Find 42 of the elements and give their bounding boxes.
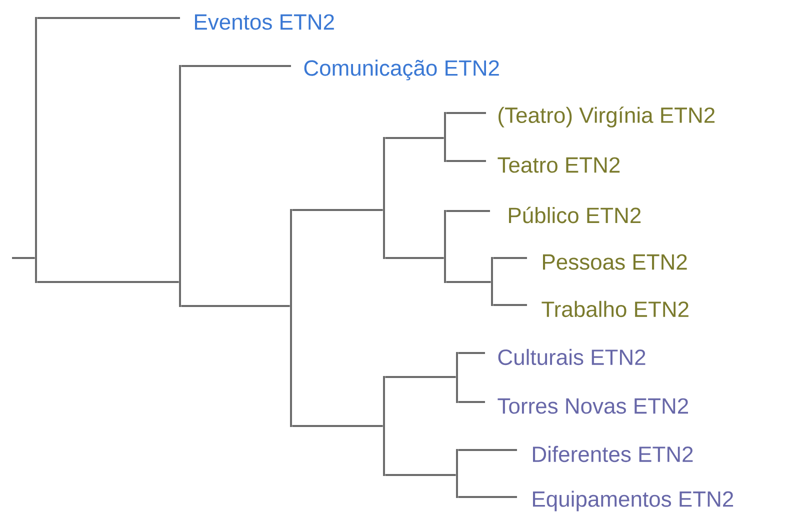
branch-line bbox=[444, 112, 446, 162]
leaf-label: Culturais ETN2 bbox=[498, 348, 646, 366]
branch-line bbox=[383, 376, 385, 476]
leaf-label: Eventos ETN2 bbox=[195, 14, 334, 30]
branch-line bbox=[383, 137, 385, 259]
leaf-label: Público ETN2 bbox=[509, 206, 641, 224]
tree-branch bbox=[181, 305, 290, 307]
tree-branch bbox=[37, 281, 179, 283]
tree-branch bbox=[292, 425, 383, 427]
branch-line bbox=[444, 210, 446, 283]
tree-branch bbox=[458, 449, 517, 451]
tree-branch bbox=[458, 496, 517, 498]
branch-line bbox=[491, 257, 493, 306]
leaf-label: Trabalho ETN2 bbox=[542, 300, 688, 318]
branch-line bbox=[179, 65, 181, 307]
branch-line bbox=[456, 449, 458, 498]
branch-line bbox=[290, 209, 292, 427]
tree-branch bbox=[446, 210, 490, 212]
leaf-label: (Teatro) Virgínia ETN2 bbox=[498, 106, 715, 128]
leaf-label: Diferentes ETN2 bbox=[533, 446, 693, 462]
leaf-label: Equipamentos ETN2 bbox=[533, 490, 734, 512]
tree-branch bbox=[458, 401, 485, 403]
leaf-label: Teatro ETN2 bbox=[498, 157, 620, 173]
tree-branch bbox=[385, 257, 444, 259]
branch-line bbox=[35, 17, 37, 283]
tree-branch bbox=[458, 352, 485, 354]
tree-branch bbox=[493, 257, 527, 259]
leaf-label: Torres Novas ETN2 bbox=[498, 398, 688, 414]
tree-branch bbox=[446, 281, 491, 283]
tree-branch bbox=[385, 474, 456, 476]
tree-branch bbox=[12, 257, 35, 259]
leaf-label: Pessoas ETN2 bbox=[543, 254, 687, 270]
tree-branch bbox=[292, 209, 383, 211]
tree-branch bbox=[385, 376, 456, 378]
tree-branch bbox=[181, 65, 291, 67]
tree-branch bbox=[446, 160, 486, 162]
tree-branch bbox=[37, 17, 180, 19]
tree-branch bbox=[493, 304, 527, 306]
tree-branch bbox=[385, 137, 444, 139]
leaf-label: Comunicação ETN2 bbox=[304, 60, 499, 80]
tree-branch bbox=[446, 112, 486, 114]
branch-line bbox=[456, 352, 458, 403]
